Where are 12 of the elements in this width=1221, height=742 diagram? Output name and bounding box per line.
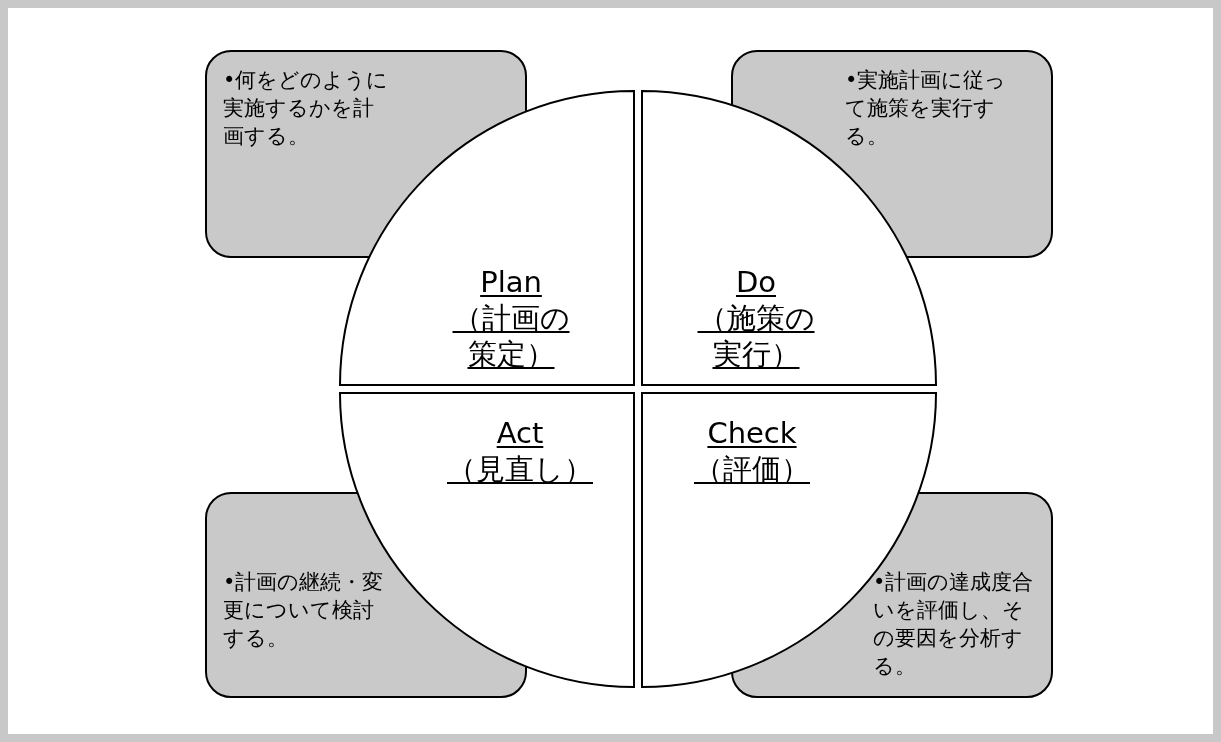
stage-title: Check [706,415,798,451]
stage-subtitle: （見直し） [446,451,594,487]
stage-title: Act [495,415,545,451]
note-text: •計画の達成度合いを評価し、その要因を分析する。 [873,569,1035,680]
note-text: •計画の継続・変更について検討する。 [223,569,385,652]
stage-subtitle: （施策の実行） [696,300,816,372]
note-text: •実施計画に従って施策を実行する。 [845,67,1008,150]
stage-title: Do [734,264,778,300]
stage-title: Plan [479,264,543,300]
stage-subtitle: （評価） [693,451,811,487]
note-text: •何をどのように実施するかを計画する。 [223,67,390,150]
stage-subtitle: （計画の策定） [451,300,571,372]
